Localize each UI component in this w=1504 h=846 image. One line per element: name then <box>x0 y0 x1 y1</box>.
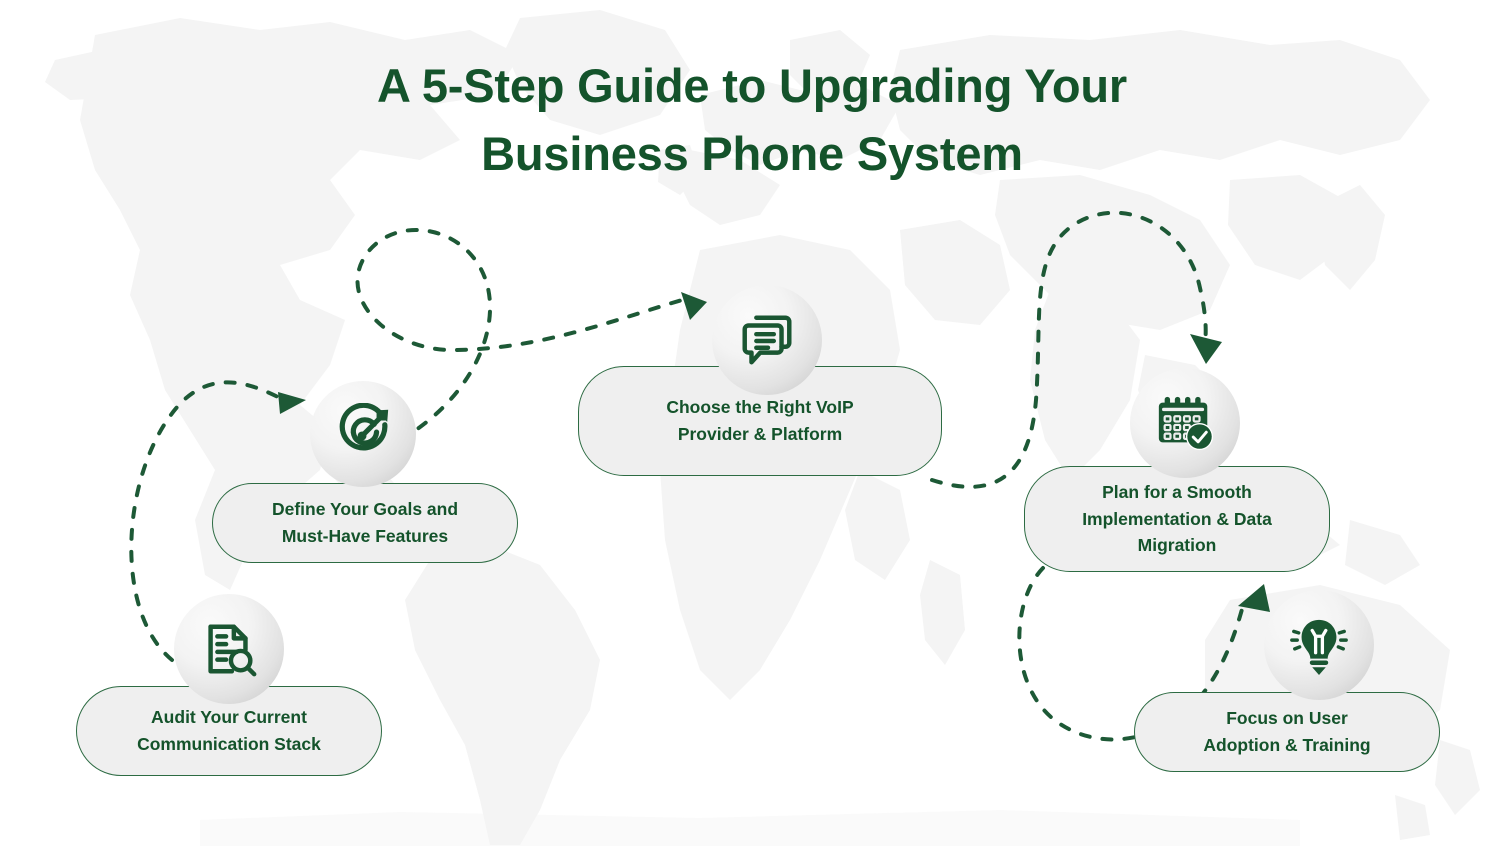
page-title-line-2: Business Phone System <box>481 126 1023 180</box>
step-5-card[interactable]: Focus on User Adoption & Training <box>1134 692 1440 772</box>
target-dart-icon <box>339 403 389 451</box>
arrowhead-step2-to-step3 <box>681 292 707 320</box>
arrowhead-step3-to-step4 <box>1190 334 1222 364</box>
page-title: A 5-Step Guide to Upgrading Your Busines… <box>252 52 1252 187</box>
step-4-card[interactable]: Plan for a Smooth Implementation & Data … <box>1024 466 1330 572</box>
step-4-label: Plan for a Smooth Implementation & Data … <box>1082 482 1272 556</box>
page-title-line-1: A 5-Step Guide to Upgrading Your <box>377 59 1127 112</box>
step-2-icon-bubble <box>310 381 416 487</box>
step-1-icon-bubble <box>174 594 284 704</box>
arrowhead-step1-to-step2 <box>278 392 306 414</box>
step-5-label: Focus on User Adoption & Training <box>1203 708 1371 755</box>
step-4-icon-bubble <box>1130 368 1240 478</box>
step-2-label: Define Your Goals and Must-Have Features <box>271 499 459 546</box>
lightbulb-idea-icon <box>1290 619 1348 676</box>
calendar-check-icon <box>1158 396 1214 451</box>
arrowhead-step4-to-step5 <box>1238 584 1270 612</box>
step-5-icon-bubble <box>1264 590 1374 700</box>
step-2-card[interactable]: Define Your Goals and Must-Have Features <box>212 483 518 563</box>
step-3-icon-bubble <box>712 285 822 395</box>
step-3-label: Choose the Right VoIP Provider & Platfor… <box>666 397 854 444</box>
document-search-icon <box>208 624 257 677</box>
step-1-label: Audit Your Current Communication Stack <box>137 707 321 754</box>
chat-bubbles-icon <box>742 315 792 365</box>
